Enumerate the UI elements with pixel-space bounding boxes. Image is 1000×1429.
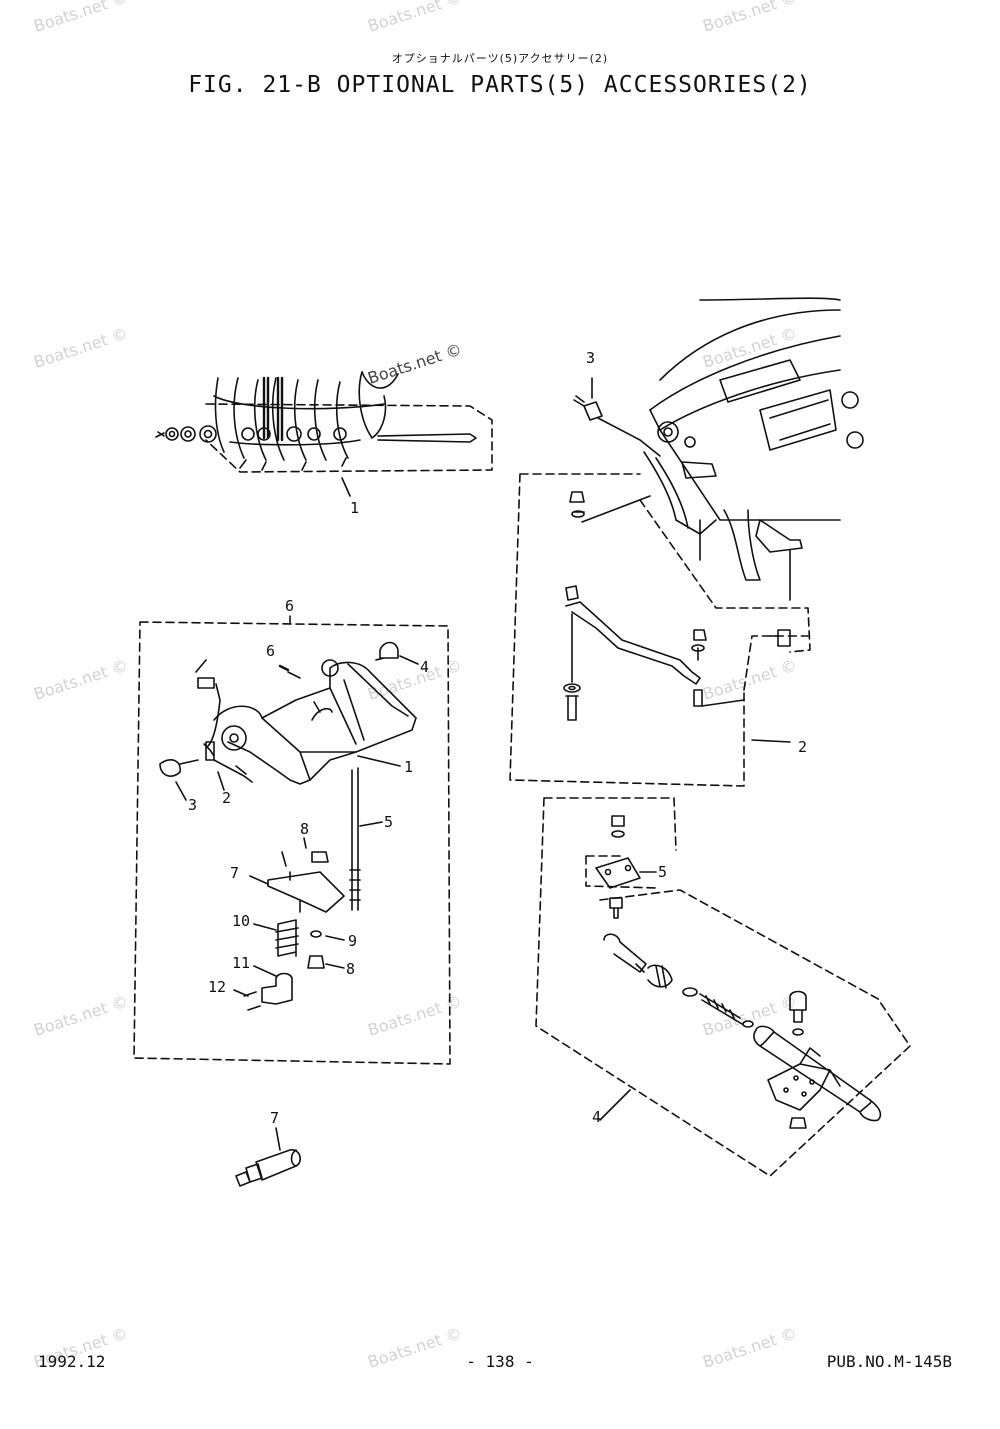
- watermark: Boats.net ©: [700, 992, 799, 1040]
- group-5-fitting: 7: [235, 1109, 302, 1187]
- watermark: Boats.net ©: [700, 0, 799, 36]
- callout-9: 9: [348, 932, 357, 950]
- callout-6-group: 6: [285, 597, 294, 615]
- footer-date: 1992.12: [38, 1352, 106, 1371]
- callout-8b: 8: [346, 960, 355, 978]
- group-2-link-rod-assembly: 3 2: [509, 297, 864, 787]
- callout-11: 11: [232, 954, 250, 972]
- watermark: Boats.net ©: [365, 0, 464, 36]
- figure-title: FIG. 21-B OPTIONAL PARTS(5) ACCESSORIES(…: [188, 72, 812, 98]
- callout-4b: 4: [592, 1108, 601, 1126]
- watermark: Boats.net ©: [31, 324, 130, 372]
- title-japanese: オプショナルパーツ(5)アクセサリー(2): [391, 52, 609, 65]
- callout-4: 4: [420, 658, 429, 676]
- group-3-bracket-assembly: 6 1 6 4 3 2: [133, 597, 451, 1065]
- callout-3b: 3: [188, 796, 197, 814]
- callout-7b: 7: [270, 1109, 279, 1127]
- callout-1b: 1: [404, 758, 413, 776]
- callout-5: 5: [384, 813, 393, 831]
- callout-7: 7: [230, 864, 239, 882]
- page-number: - 138 -: [466, 1352, 534, 1371]
- watermark: Boats.net ©: [365, 340, 464, 388]
- watermark: Boats.net ©: [31, 0, 130, 36]
- callout-12: 12: [208, 978, 226, 996]
- callout-2: 2: [798, 738, 807, 756]
- watermark: Boats.net ©: [700, 324, 799, 372]
- watermark: Boats.net ©: [31, 656, 130, 704]
- callout-8a: 8: [300, 820, 309, 838]
- watermarks: Boats.net © Boats.net © Boats.net © Boat…: [31, 0, 799, 1372]
- publication-number: PUB.NO.M-145B: [826, 1352, 952, 1371]
- callout-5b: 5: [658, 863, 667, 881]
- callout-3: 3: [586, 349, 595, 367]
- watermark: Boats.net ©: [700, 656, 799, 704]
- callout-6: 6: [266, 642, 275, 660]
- callout-2b: 2: [222, 789, 231, 807]
- callout-10: 10: [232, 912, 250, 930]
- group-4-shaft-assembly: 5 4: [535, 797, 911, 1177]
- group-1-cover-assembly: 1: [155, 371, 493, 517]
- callout-1: 1: [350, 499, 359, 517]
- watermark: Boats.net ©: [31, 992, 130, 1040]
